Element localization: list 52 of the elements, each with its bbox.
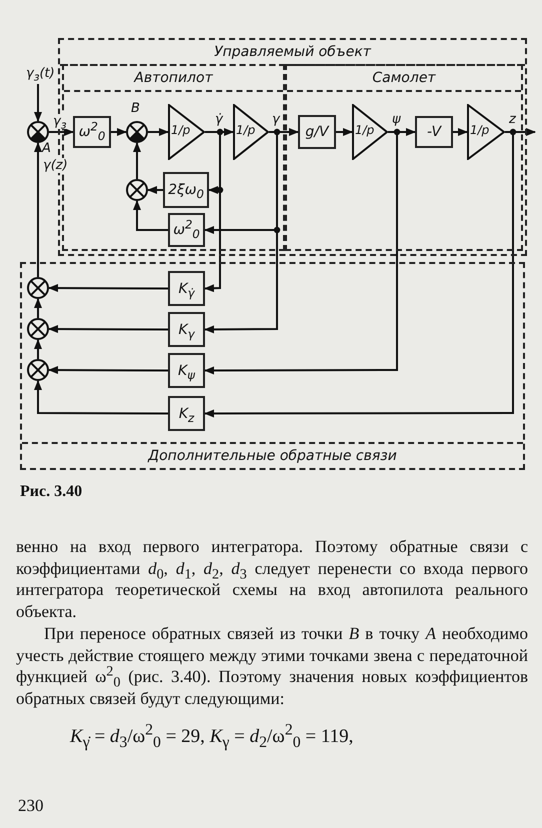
signal-label: γ$_{з}$ (52, 114, 68, 129)
transfer-function-block (168, 396, 205, 431)
transfer-function: K$_{z}$ (178, 406, 194, 422)
arrow (34, 142, 42, 277)
arrow (133, 200, 168, 231)
figure-caption: Рис. 3.40 (20, 483, 82, 501)
paragraph: При переносе обратных связей из точки B в точку A необходимо учесть действие стоящего между этими точками звена с передаточной функцией ω$^{2}$$_{0}$ (рис. 3.40). Поэтому значения новых коэффициентов обратных связей будут следующими: (16, 622, 528, 710)
arrow (133, 142, 141, 179)
transfer-function-block (168, 213, 205, 247)
arrow (34, 380, 168, 414)
transfer-function-block (298, 115, 336, 149)
arrow (48, 366, 168, 374)
transfer-function: -V (426, 124, 442, 140)
transfer-function-block (168, 312, 205, 347)
transfer-function: 1/p (171, 123, 190, 137)
arrow (48, 284, 168, 292)
transfer-function: 2ξω$_{0}$ (168, 182, 204, 198)
transfer-function: g/V (305, 124, 329, 140)
dashed-frame (20, 262, 525, 470)
arrow (148, 128, 169, 136)
arrow (34, 298, 42, 318)
transfer-function-block (168, 271, 205, 306)
arrow (111, 128, 127, 136)
point-label: B (131, 102, 140, 116)
arrow (204, 131, 514, 418)
transfer-function-block (73, 116, 111, 148)
group-title: Самолет (287, 66, 521, 92)
formula: K$_{γ̇}$ = d$_{3}$/ω$^{2}$$_{0}$ = 29, K$_{γ}$ = d$_{2}$/ω$^{2}$$_{0}$ = 119, (70, 726, 354, 748)
arrow (336, 128, 353, 136)
arrow (48, 325, 168, 334)
transfer-function: 1/p (355, 123, 374, 137)
signal-label: γ$_{з}$(t) (25, 66, 56, 81)
arrow (204, 131, 398, 374)
arrow (34, 339, 42, 359)
group-title: Управляемый объект (60, 40, 525, 66)
transfer-function-block (168, 353, 205, 388)
arrow (147, 186, 163, 194)
signal-label: γ̇ (214, 112, 224, 127)
paragraph: венно на вход первого интегратора. Поэтому обратные связи с коэффициентами d$_{0}$, d$_{1}$, d$_{2}$, d$_{3}$ следует перенести со входа первого интегратора теоретической схемы на вход автопилота реального объекта. (16, 536, 528, 623)
page-number: 230 (18, 796, 44, 816)
transfer-function: 1/p (236, 123, 256, 137)
arrow (49, 128, 74, 136)
signal-label: γ(z) (42, 158, 69, 173)
point-label: A (42, 142, 51, 156)
arrow (453, 128, 468, 136)
transfer-function-block (415, 116, 453, 148)
transfer-function: 1/p (470, 123, 490, 137)
dashed-frame (285, 64, 523, 251)
arrow (34, 84, 42, 122)
transfer-function-block (163, 172, 209, 208)
group-title: Автопилот (64, 66, 283, 92)
group-title: Дополнительные обратные связи (22, 442, 523, 468)
